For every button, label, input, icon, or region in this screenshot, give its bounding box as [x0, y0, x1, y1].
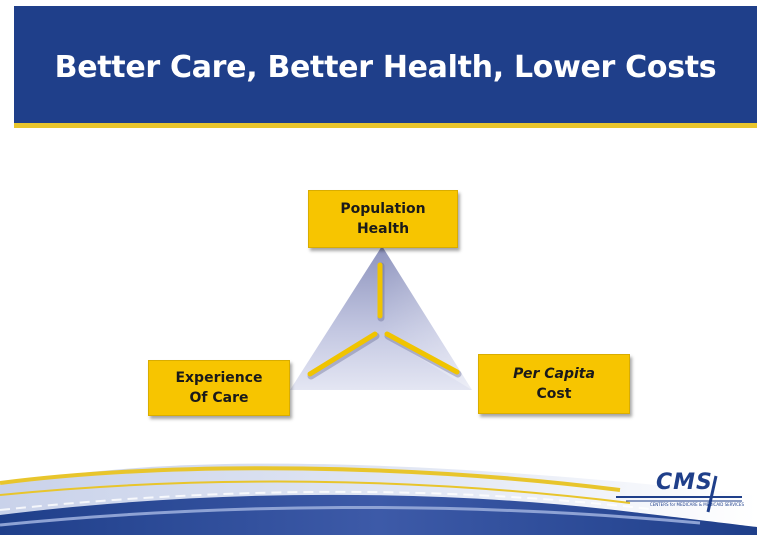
cms-logo-subtitle: CENTERS for MEDICARE & MEDICAID SERVICES: [649, 502, 744, 507]
node-population-health: Population Health: [308, 190, 458, 248]
node-label-line2: Of Care: [189, 390, 249, 406]
node-label-line1: Experience: [175, 370, 263, 386]
cms-logo: CMS CENTERS for MEDICARE & MEDICAID SERV…: [616, 470, 744, 520]
triangle-spokes: [307, 262, 460, 377]
cms-logo-text: CMS: [656, 470, 713, 495]
node-label-line1: Population: [340, 201, 426, 217]
title-banner: Better Care, Better Health, Lower Costs: [14, 6, 757, 128]
node-label-line2: Cost: [536, 386, 572, 402]
node-label-line2: Health: [356, 221, 410, 237]
spoke-capita: [384, 331, 460, 375]
slide-title: Better Care, Better Health, Lower Costs: [54, 50, 717, 85]
footer-swoosh: [0, 463, 757, 535]
node-per-capita-cost: Per Capita Cost: [478, 354, 630, 414]
spoke-experience: [307, 331, 378, 377]
node-label-line1: Per Capita: [513, 366, 595, 382]
node-experience-of-care: Experience Of Care: [148, 360, 290, 416]
